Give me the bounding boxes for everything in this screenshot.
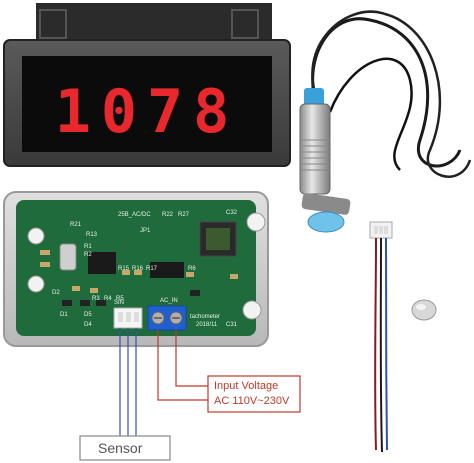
sensor-label-box [79,435,171,461]
input-voltage-box [207,375,301,413]
tachometer-display-unit: 1078 [3,3,291,167]
silk-r4: R4 [104,296,112,302]
silk-r13: R13 [86,232,98,238]
silk-c31: C31 [226,322,238,328]
silk-r21: R21 [70,222,82,228]
sensor-cap [304,88,324,106]
silk-r17: R17 [146,266,158,272]
silk-ac-in: AC_IN [160,298,178,304]
sensor-nut [301,193,351,215]
silk-r5: R5 [116,296,124,302]
input-voltage-callout-lines [157,330,208,401]
silk-jp1: JP1 [140,228,151,234]
input-voltage-label: Input Voltage [214,380,279,392]
silk-r2: R2 [84,252,92,258]
silk-d4: D4 [84,322,92,328]
silk-r27: R27 [178,212,190,218]
silk-d2: D2 [52,290,60,296]
sensor-callout-lines [119,328,137,436]
silk-r6: R6 [188,266,196,272]
silk-sig: SIN [114,300,124,306]
silk-r3: R3 [92,296,100,302]
crystal [59,243,77,271]
silk-r15: R15 [118,266,130,272]
silk-product-name: tachometer [190,314,220,320]
input-voltage-range: AC 110V~230V [214,395,290,407]
proximity-sensor [299,10,472,233]
pcb-module: R21 R13 25B_AC/DC R22 R27 JP1 C32 R1 R2 … [3,191,269,347]
silk-r16: R16 [132,266,144,272]
silk-d1: D1 [60,312,68,318]
sensor-threaded-body [299,103,331,195]
rpm-reading: 1078 [55,77,240,147]
silk-d5: D5 [84,312,92,318]
led-screen [22,56,272,152]
silk-c32: C32 [226,210,238,216]
connector-cable [369,221,393,453]
sensor-face [307,211,345,233]
ic-chip [88,252,116,274]
circuit-board [16,200,256,336]
magnet-disc [411,299,437,321]
ic-chip [150,262,184,278]
silk-r1: R1 [84,244,92,250]
silk-power: 25B_AC/DC [118,212,151,218]
silk-date: 2018/11 [196,322,218,328]
silk-r22: R22 [162,212,174,218]
sensor-label: Sensor [98,440,143,456]
